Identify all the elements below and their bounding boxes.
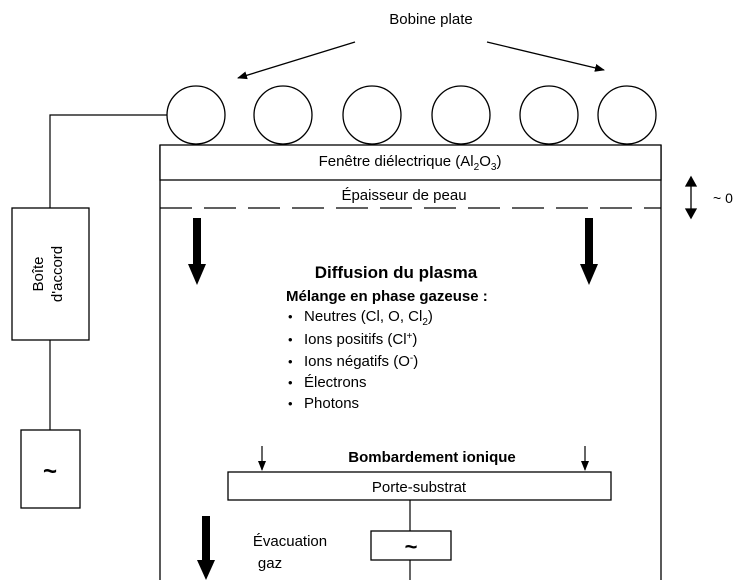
- substrate-label: Porte-substrat: [372, 479, 467, 496]
- tuning-box: [11, 207, 90, 341]
- coil-arrow-left: [237, 41, 356, 80]
- coil-label: Bobine plate: [389, 11, 472, 28]
- coil-turn: [166, 85, 226, 145]
- mixture-item-photons: Photons: [304, 395, 359, 412]
- mixture-item-positive-ions: Ions positifs (Cl+): [304, 331, 417, 348]
- diffusion-arrow-right: [580, 218, 598, 285]
- tuning-box-label-line2: d'accord: [49, 246, 66, 302]
- coil-turn: [342, 85, 402, 145]
- bullet: •: [288, 332, 293, 347]
- rf-source-symbol: ~: [43, 458, 57, 485]
- skin-depth-side-label: ~ 0: [713, 190, 733, 206]
- coil-arrow-right: [486, 41, 605, 72]
- mixture-item-negative-ions: Ions négatifs (O-): [304, 353, 418, 370]
- exhaust-arrow: [197, 516, 215, 580]
- exhaust-label-line1: Évacuation: [253, 533, 327, 550]
- coil-turn: [597, 85, 657, 145]
- substrate-holder: [227, 471, 612, 501]
- coil-feed-wire: [49, 114, 167, 208]
- coil-turn: [519, 85, 579, 145]
- dielectric-window: [159, 144, 662, 181]
- bombardment-label: Bombardement ionique: [348, 449, 516, 466]
- skin-depth-arrow: [684, 175, 698, 220]
- mixture-item-neutrals: Neutres (Cl, O, Cl2): [304, 308, 433, 328]
- dielectric-window-label: Fenêtre diélectrique (Al2O3): [319, 153, 502, 173]
- bias-rf-symbol: ~: [405, 534, 418, 559]
- bullet: •: [288, 375, 293, 390]
- mixture-title: Mélange en phase gazeuse :: [286, 288, 488, 305]
- bullet: •: [288, 309, 293, 324]
- flat-coil: [166, 85, 657, 145]
- rf-source: [20, 429, 81, 509]
- skin-depth-label: Épaisseur de peau: [341, 187, 466, 204]
- mixture-item-electrons: Électrons: [304, 374, 367, 391]
- tuning-box-label-line1: Boîte: [30, 256, 47, 291]
- coil-turn: [253, 85, 313, 145]
- bullet: •: [288, 396, 293, 411]
- bias-rf-source: [370, 530, 452, 561]
- exhaust-label-line2: gaz: [258, 555, 282, 572]
- diffusion-arrow-left: [188, 218, 206, 285]
- coil-turn: [431, 85, 491, 145]
- diffusion-title: Diffusion du plasma: [315, 263, 478, 282]
- bullet: •: [288, 354, 293, 369]
